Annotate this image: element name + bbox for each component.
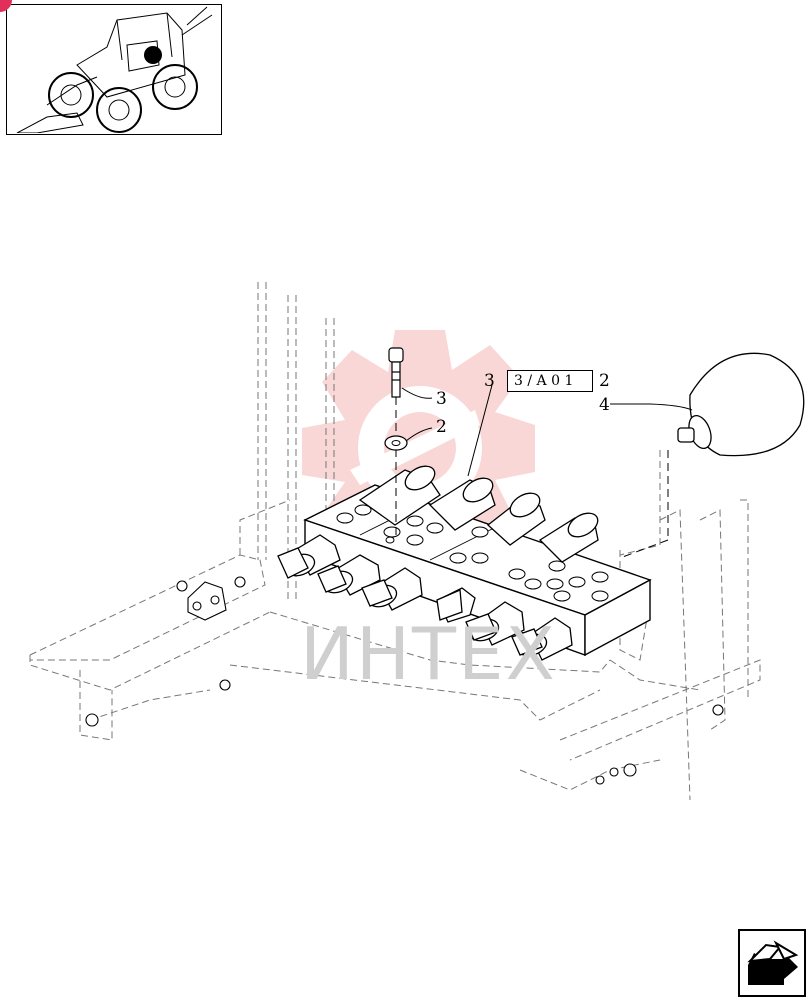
reference-box[interactable]: 3 / A 0 1 xyxy=(507,370,593,392)
callout-2-box: 2 xyxy=(599,371,610,391)
next-page-button[interactable] xyxy=(738,929,806,997)
watermark-text: ИНТЕХ xyxy=(300,612,557,696)
callout-3-upper: 3 xyxy=(484,371,495,391)
callout-4-accumulator: 4 xyxy=(599,395,610,415)
callout-3-bolt: 3 xyxy=(436,389,447,409)
callout-2-washer: 2 xyxy=(436,417,447,437)
corner-badge-icon xyxy=(0,0,12,12)
backhoe-loader-thumbnail xyxy=(6,4,222,135)
next-page-arrow-icon xyxy=(747,940,799,985)
